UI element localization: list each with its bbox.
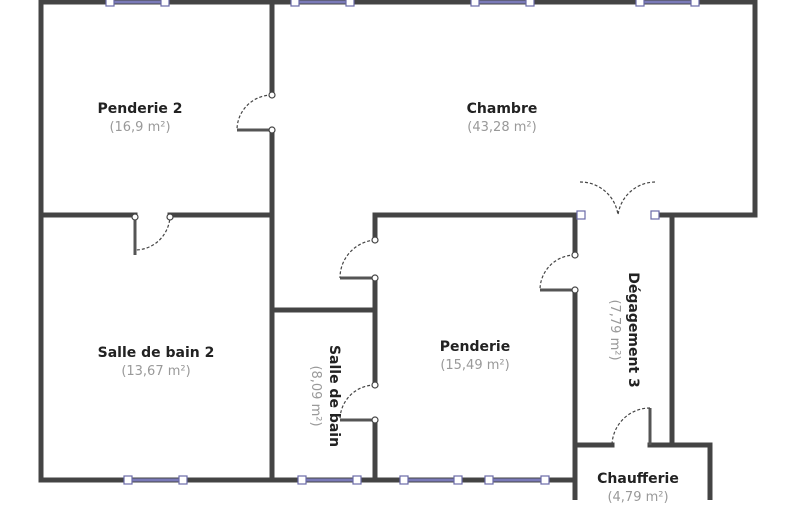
window-frame bbox=[635, 0, 645, 7]
room-area: (16,9 m²) bbox=[109, 120, 171, 135]
window-frame bbox=[297, 475, 307, 485]
window-frame bbox=[453, 475, 463, 485]
room-area: (8,09 m²) bbox=[308, 365, 323, 427]
room-name: Dégagement 3 bbox=[625, 272, 641, 388]
room-penderie: Penderie (15,49 m²) bbox=[440, 339, 510, 373]
window-frame bbox=[399, 475, 409, 485]
window-frame bbox=[484, 475, 494, 485]
window-frame bbox=[352, 475, 362, 485]
window-frame bbox=[290, 0, 300, 7]
room-area: (7,79 m²) bbox=[607, 299, 622, 361]
room-salle-de-bain: Salle de bain(8,09 m²) bbox=[308, 345, 342, 447]
window-frame bbox=[105, 0, 115, 7]
room-area: (13,67 m²) bbox=[121, 364, 191, 379]
walls bbox=[38, 0, 758, 500]
window-frame bbox=[178, 475, 188, 485]
window-frame bbox=[540, 475, 550, 485]
window-frame bbox=[690, 0, 700, 7]
room-name: Chambre bbox=[466, 101, 538, 117]
window-frame bbox=[345, 0, 355, 7]
room-area: (4,79 m²) bbox=[607, 490, 669, 505]
room-area: (15,49 m²) bbox=[440, 358, 510, 373]
window-frame bbox=[160, 0, 170, 7]
doors bbox=[131, 91, 660, 446]
room-chambre: Chambre (43,28 m²) bbox=[467, 101, 538, 135]
room-degagement-3: Dégagement 3(7,79 m²) bbox=[607, 272, 641, 387]
room-name: Salle de bain bbox=[326, 344, 342, 448]
windows bbox=[105, 0, 700, 485]
room-name: Chaufferie bbox=[597, 471, 679, 487]
room-salle-de-bain-2: Salle de bain 2 (13,67 m²) bbox=[98, 345, 215, 379]
room-name: Penderie bbox=[439, 339, 511, 355]
window-frame bbox=[525, 0, 535, 7]
room-name: Penderie 2 bbox=[97, 101, 183, 117]
window-frame bbox=[470, 0, 480, 7]
room-penderie-2: Penderie 2 (16,9 m²) bbox=[97, 101, 182, 135]
window-frame bbox=[123, 475, 133, 485]
room-name: Salle de bain 2 bbox=[97, 345, 215, 361]
room-area: (43,28 m²) bbox=[467, 120, 537, 135]
